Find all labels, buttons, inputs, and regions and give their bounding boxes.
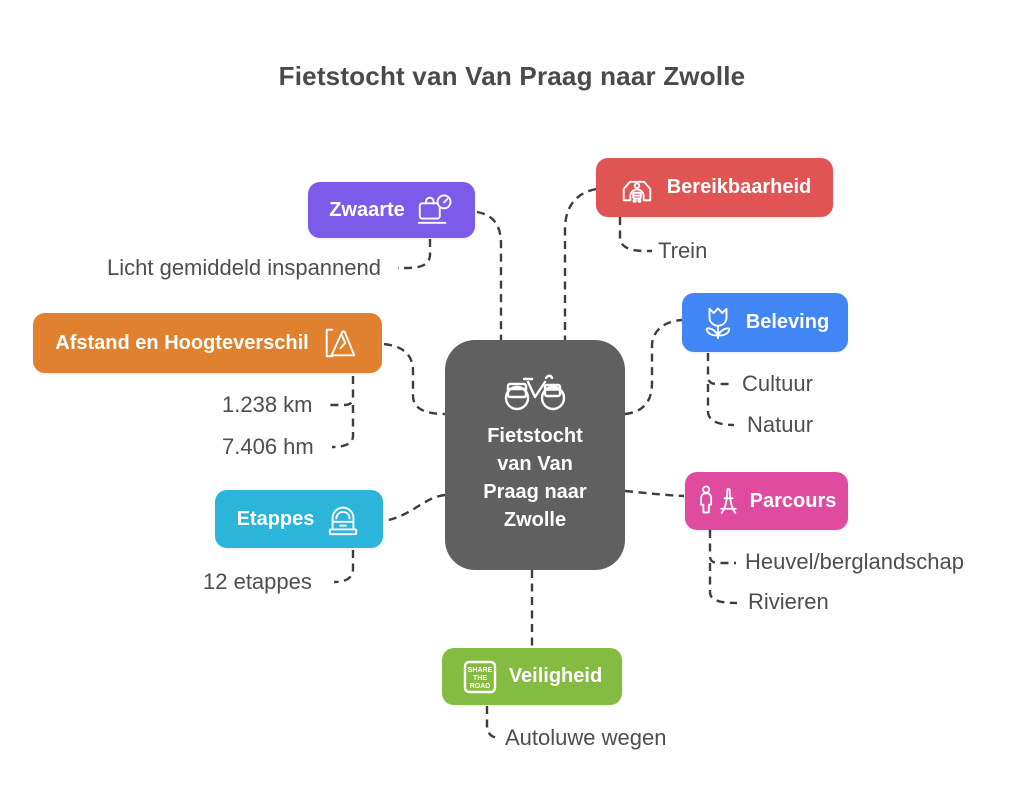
child-label-zwaarte-1: Licht gemiddeld inspannend (107, 255, 381, 280)
bicycle-icon (504, 374, 566, 411)
connector-zwaarte-center (476, 210, 503, 340)
center-line-1: Fietstocht (487, 425, 583, 447)
branch-label-veiligheid: Veiligheid (508, 665, 603, 687)
branch-node-veiligheid: SHARE THE ROAD Veiligheid (442, 648, 622, 705)
child-label-beleving-1: Cultuur (742, 371, 813, 396)
child-label-afstand-2: 7.406 hm (222, 434, 314, 459)
center-node: Fietstocht van Van Praag naar Zwolle (445, 340, 625, 570)
landmark-cyclist-icon (699, 485, 737, 514)
center-line-2: van Van (497, 453, 573, 475)
child-label-parcours-1: Heuvel/berglandschap (745, 549, 964, 574)
branch-node-zwaarte: Zwaarte (308, 182, 475, 238)
child-label-etappes-1: 12 etappes (203, 569, 312, 594)
branch-label-etappes: Etappes (236, 507, 315, 530)
sign-text-line3: ROAD (470, 683, 491, 690)
page-title: Fietstocht van Van Praag naar Zwolle (278, 61, 746, 91)
child-label-veiligheid-1: Autoluwe wegen (505, 725, 667, 750)
tulip-icon (705, 306, 731, 339)
connector-afstand-hm (331, 405, 355, 449)
center-line-3: Praag naar (483, 481, 587, 503)
branch-node-etappes: Etappes (215, 490, 383, 548)
connector-bereikbaarheid-child (618, 217, 652, 253)
branch-label-zwaarte: Zwaarte (329, 198, 405, 221)
branch-node-parcours: Parcours (685, 472, 848, 530)
connector-parcours-rivieren (708, 563, 738, 605)
sign-text-line1: SHARE (468, 667, 493, 674)
branch-label-afstand: Afstand en Hoogteverschil (55, 331, 309, 354)
child-label-bereikbaarheid-1: Trein (658, 238, 708, 263)
branch-node-bereikbaarheid: Bereikbaarheid (596, 158, 833, 217)
connector-afstand-center (383, 342, 446, 416)
child-label-beleving-2: Natuur (747, 412, 814, 437)
branch-node-beleving: Beleving (682, 293, 848, 352)
mountain-icon (325, 328, 355, 358)
connector-beleving-cultuur (706, 353, 733, 386)
connector-bereikbaarheid-center (563, 187, 597, 340)
luggage-scale-icon (417, 194, 452, 224)
child-label-parcours-2: Rivieren (748, 589, 829, 614)
connector-etappes-center (383, 493, 446, 523)
center-line-4: Zwolle (503, 509, 567, 531)
branch-node-afstand: Afstand en Hoogteverschil (33, 313, 382, 373)
train-station-icon (622, 180, 651, 203)
branch-label-parcours: Parcours (749, 489, 837, 512)
center-node-label: Fietstocht van Van Praag naar Zwolle (483, 422, 586, 534)
connector-veiligheid-child (485, 706, 501, 740)
connector-zwaarte-child (398, 239, 432, 270)
milestone-icon (329, 506, 358, 536)
share-the-road-sign-icon: SHARE THE ROAD (463, 660, 497, 693)
branch-label-beleving: Beleving (745, 311, 830, 333)
connector-parcours-center (624, 489, 685, 498)
branch-label-bereikbaarheid: Bereikbaarheid (666, 176, 812, 198)
connector-parcours-heuvel (708, 530, 736, 565)
connector-etappes-child (333, 550, 355, 584)
connector-beleving-natuur (706, 384, 735, 427)
connector-afstand-km (330, 376, 355, 407)
sign-text-line2: THE (473, 675, 487, 682)
child-label-afstand-1: 1.238 km (222, 392, 313, 417)
connector-beleving-center (624, 318, 683, 416)
